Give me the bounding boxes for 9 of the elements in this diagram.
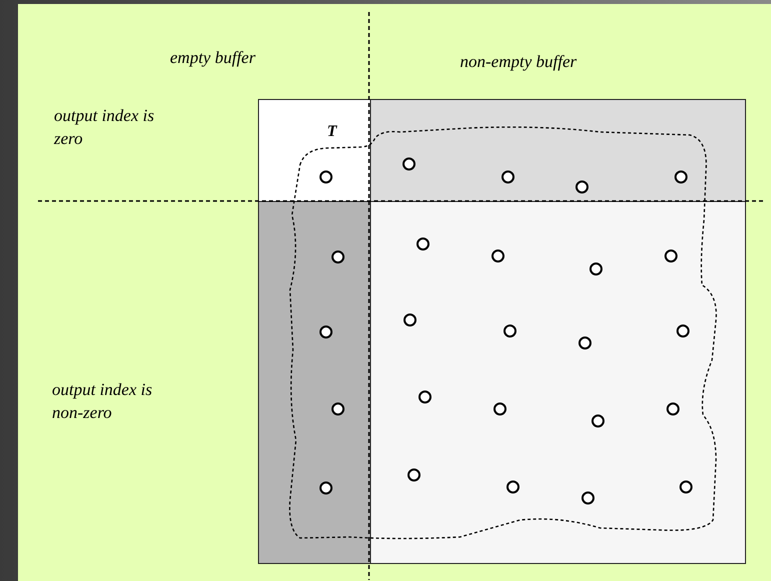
axis-label: non-empty buffer [460,51,578,73]
quadrant-box [258,201,371,564]
quadrant-box [370,99,746,202]
quadrant-box [370,201,746,564]
axis-label: output index is zero [54,105,156,150]
axis-label: empty buffer [170,47,256,69]
quadrant-box [258,99,371,202]
quadrant-label: T [327,122,337,142]
axis-label: output index is non-zero [52,379,154,424]
